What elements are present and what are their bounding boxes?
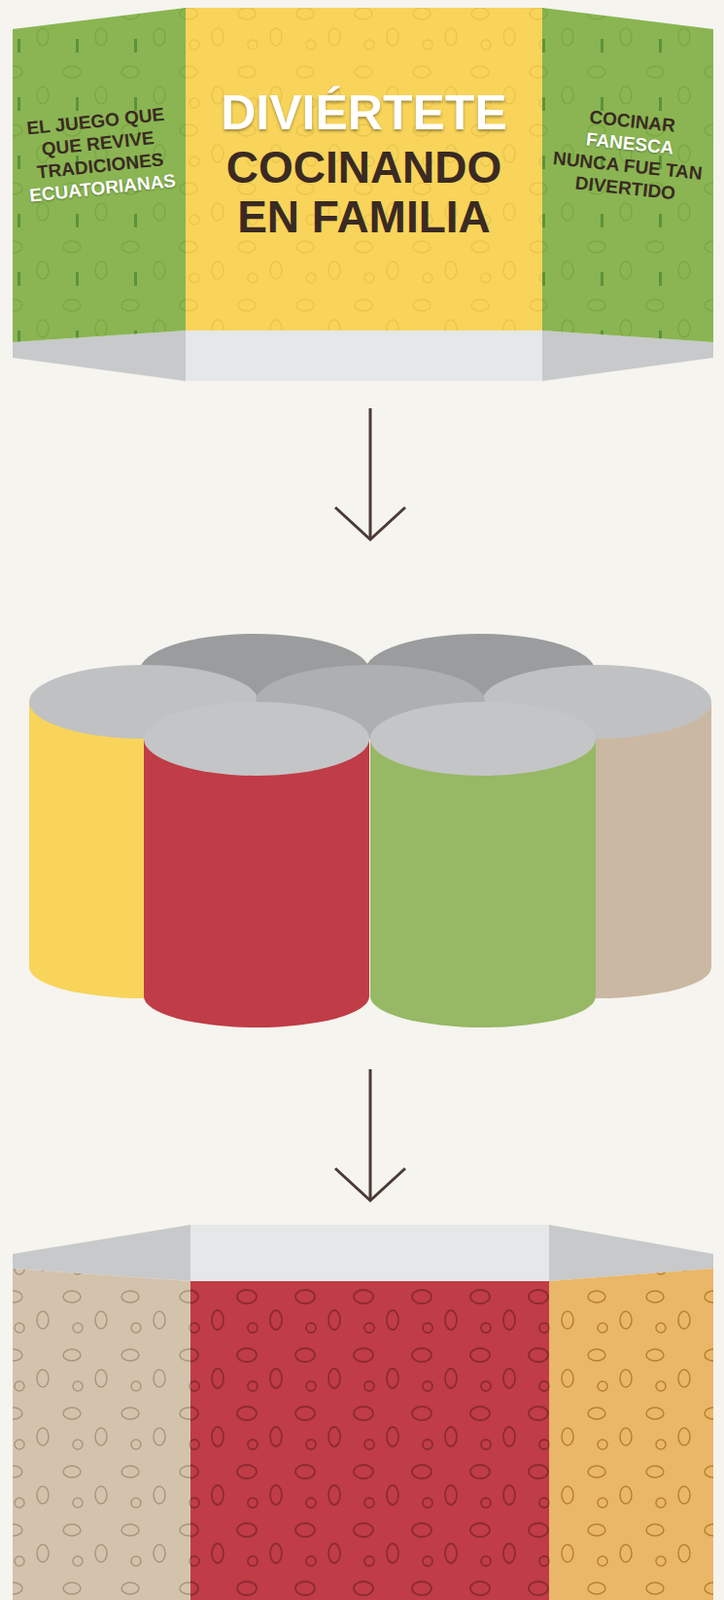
box-panel: DIVIÉRTETECOCINANDO EN FAMILIA — [190, 68, 538, 263]
box-panel: COCINARFANESCANUNCA FUE TAN DIVERTIDO — [538, 50, 720, 261]
panel-text: DIVIÉRTETE — [220, 87, 507, 139]
box-panel: EL JUEGO QUE QUE REVIVE TRADICIONESECUAT… — [7, 50, 191, 261]
panel-text: COCINANDO EN FAMILIA — [194, 142, 534, 243]
panel-text: NUNCA FUE TAN DIVERTIDO — [548, 147, 706, 208]
